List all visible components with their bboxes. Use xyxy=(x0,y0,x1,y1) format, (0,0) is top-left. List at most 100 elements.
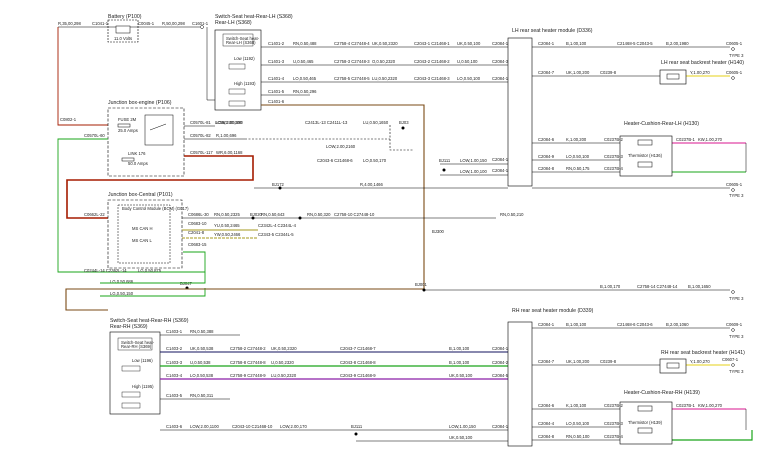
mid-wire-3: LO,0.50,170 xyxy=(363,158,387,163)
lh-right-wire-4: Y,1.00,270 xyxy=(690,70,710,75)
lh-module-outputs: C2084-1 C2084-7 C2084-6 C2084-9 C2084-8 … xyxy=(532,41,747,189)
engine-box-title: Junction box-engine (P106) xyxy=(108,100,172,106)
central-wire-8: RN,0.50,320 xyxy=(307,212,331,217)
lh-backrest-title: LH rear seat backrest heater (H140) xyxy=(661,60,744,66)
can-h-label: MS CAN H xyxy=(132,226,152,231)
lh-wire-1: RN,0.50,488 xyxy=(293,41,317,46)
terminal-a-conn: C0605-1 xyxy=(726,41,743,46)
switch-rh-wires: C1403-1 C1403-2 C1403-3 C1403-4 C1403-5 … xyxy=(160,329,511,442)
rh-wire-4: U,0.50,538 xyxy=(190,360,211,365)
rh-wire-7: LU,0.50,2320 xyxy=(271,373,297,378)
central-wire-1: RN,0.50,2325 xyxy=(214,212,241,217)
rh-midconn-2: C2758-8 C27448-8 xyxy=(230,360,266,365)
lh-midconn-4: C2043-1 C21468-1 xyxy=(414,41,450,46)
switch-lh-title: Switch-Seat heat-Rear-LH (S368) xyxy=(215,14,293,20)
rh-right-conn-5: C2084-8 xyxy=(538,434,555,439)
rh-right-conn-2: C2084-7 xyxy=(538,359,555,364)
mid-wire-2: LOW,2.00,2160 xyxy=(326,144,356,149)
battery-connector-3: C1601-1 xyxy=(192,21,209,26)
splice-bj001: BJ001 xyxy=(415,282,428,287)
lh-wire-4: U,0.50,465 xyxy=(293,59,314,64)
rh-right-junction-5: C0237B-3 xyxy=(604,421,624,426)
lh-wire-9: LO,0.50,100 xyxy=(457,76,481,81)
lh-right-conn-5: C2084-8 xyxy=(538,166,555,171)
lh-midconn-2: C2758-3 C27448-3 xyxy=(334,59,370,64)
terminals-right: C0605-1 TYPE 3 C0605-1 C0605-1 TYPE 3 TY… xyxy=(722,41,744,374)
rh-wire-2: UK,0.50,538 xyxy=(190,346,214,351)
rh-right-wire-1: B,1.00,100 xyxy=(566,322,587,327)
switch-rh: Switch-Seat heat-Rear-RH (S369) Rear-RH … xyxy=(109,318,189,415)
rh-wire-1: RN,0.50,388 xyxy=(190,329,214,334)
rh-right-junction-4: C0237B-1 xyxy=(676,403,696,408)
terminal-d-type: TYPE 3 xyxy=(729,296,744,301)
rh-right-junction-6: C0237B-4 xyxy=(604,434,624,439)
switch-lh-high: High (1193) xyxy=(234,81,256,86)
rh-wire-10: LOW,2.00,170 xyxy=(280,424,307,429)
rh-midconn-1: C2758-2 C27448-2 xyxy=(230,346,266,351)
central-wire-4: LG,0.50,875 xyxy=(138,268,162,273)
terminal-f-conn: C0607-1 xyxy=(722,357,739,362)
junction-box-engine: Junction box-engine (P106) FUSE 2M 25.0 … xyxy=(107,100,185,177)
terminal-c-conn: C0605-1 xyxy=(726,182,743,187)
switch-lh-conn-4: C1401-5 xyxy=(268,89,285,94)
rh-wire-3: UK,0.50,2320 xyxy=(271,346,297,351)
rh-backrest-title: RH rear seat backrest heater (H141) xyxy=(661,350,745,356)
battery: Battery (P100) 11.0 Volts xyxy=(107,14,142,43)
rh-right-wire-2: B,2.00,1060 xyxy=(666,322,689,327)
battery-connector-2: C0045-1 xyxy=(138,21,155,26)
terminal-e-type: TYPE 3 xyxy=(729,334,744,339)
engine-box-wire-3: WR,6.00,1168 xyxy=(216,150,243,155)
switch-lh-wires: C1401-2 C1401-3 C1401-4 C1401-5 C1401-6 … xyxy=(215,41,511,232)
lh-right-wire-10: B,1.00,1650 xyxy=(688,284,711,289)
splice-bj111: BJ111 xyxy=(439,158,451,163)
splice-bj111b: BJ111 xyxy=(351,424,363,429)
rh-midconn-7: C2043-10 C21468-10 xyxy=(232,424,273,429)
engine-box-wire-2: R,1.00,696 xyxy=(216,133,237,138)
rh-right-wire-4: Y,1.00,270 xyxy=(690,359,710,364)
lh-wire-11: LOW,2.00,100 xyxy=(215,120,242,125)
rh-right-conn-4: C2084-4 xyxy=(538,421,555,426)
lh-cushion-title: Heater-Cushion-Rear-LH (H130) xyxy=(624,121,699,127)
rh-cushion-heater: Heater-Cushion-Rear-RH (H139) Thermistor… xyxy=(619,390,700,445)
central-junction-2: C2343-5 C2344L-5 xyxy=(258,232,294,237)
lh-right-wire-9: B,1.00,170 xyxy=(600,284,621,289)
switch-lh-conn-3: C1401-4 xyxy=(268,76,285,81)
switch-rh-conn-5: C1403-5 xyxy=(166,393,183,398)
splice-bj03: BJ03 xyxy=(399,120,409,125)
mid-wire-5: LOW,1.00,150 xyxy=(460,158,487,163)
switch-lh-conn-1: C1401-2 xyxy=(268,41,285,46)
can-l-label: MS CAN L xyxy=(132,238,152,243)
engine-box-wire-1: LOW,2.00,590 xyxy=(216,120,243,125)
lh-backrest-heater: LH rear seat backrest heater (H140) xyxy=(659,60,744,85)
switch-rh-conn-3: C1403-3 xyxy=(166,360,183,365)
rh-right-wire-7: LO,0.50,100 xyxy=(566,421,590,426)
fuse-label: FUSE 2M xyxy=(118,117,137,122)
lh-module-in-2: C2084-3 xyxy=(492,59,509,64)
lh-right-junction-1: C21468-5 C2043-5 xyxy=(617,41,653,46)
rh-midconn-3: C2758-9 C27448-9 xyxy=(230,373,266,378)
lh-midconn-6: C2043-3 C21468-3 xyxy=(414,76,450,81)
switch-rh-high: High (1195) xyxy=(132,384,154,389)
battery-title: Battery (P100) xyxy=(108,14,142,20)
mid-conn-1: C2413L-13 C2411L-13 xyxy=(305,120,348,125)
mid-wire-6: LOW,1.00,100 xyxy=(460,169,487,174)
central-wire-6: LG,0.50,150 xyxy=(110,291,134,296)
rh-thermistor: Thermistor (H139) xyxy=(628,420,663,425)
rh-right-wire-5: K,1.00,100 xyxy=(566,403,587,408)
rh-module-title: RH rear seat heater module (D339) xyxy=(512,308,594,314)
rh-module-in-1: C2084-13 xyxy=(492,346,511,351)
central-wire-9: RN,0.50,210 xyxy=(500,212,524,217)
engine-box-connector-1: C0802-1 xyxy=(60,117,77,122)
engine-box-connector-3: C0570L-81 xyxy=(190,120,211,125)
engine-box-connector-2: C0570L-60 xyxy=(84,133,105,138)
junction-box-central: Junction box-Central (P101) Body Control… xyxy=(107,192,189,269)
splice-bj172: BJ172 xyxy=(272,182,285,187)
lh-right-junction-7: C2758-14 C27448-14 xyxy=(637,284,678,289)
svg-text:Rear-RH (S369): Rear-RH (S369) xyxy=(121,344,152,349)
rh-right-wire-3: UK,1.00,200 xyxy=(566,359,590,364)
central-conn-2: C0686L-30 xyxy=(188,212,209,217)
engine-box-connector-5: C0570L-117 xyxy=(190,150,213,155)
rh-right-wire-8: RN,0.50,100 xyxy=(566,434,590,439)
